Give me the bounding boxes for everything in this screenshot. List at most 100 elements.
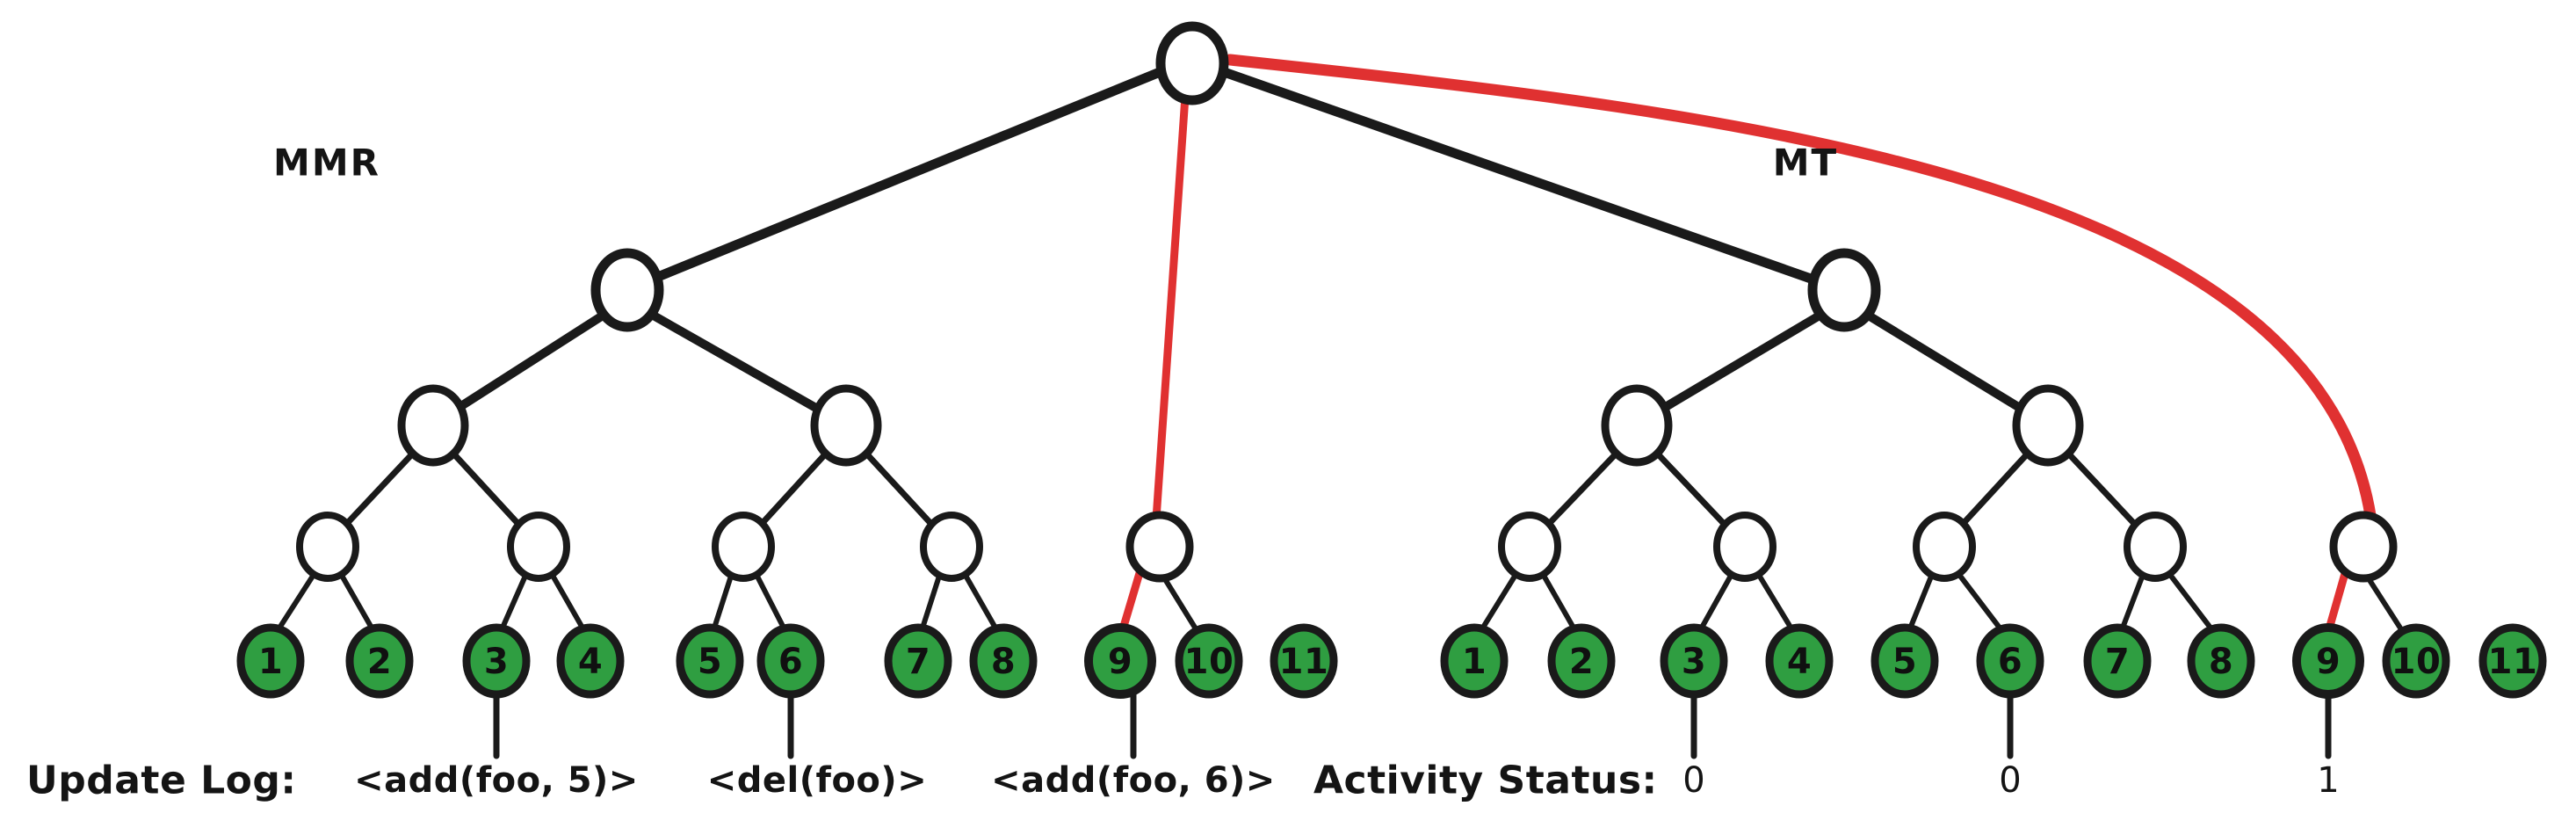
leaf-node: 2 (1547, 623, 1616, 699)
mmr-leaf-2-label: 2 (367, 642, 392, 682)
mt-leaves: 1 2 3 4 5 6 7 8 9 10 11 (1440, 623, 2547, 699)
leaf-node: 3 (462, 623, 531, 699)
mt-leaf-4-circle[interactable] (1765, 623, 1834, 699)
leaf-node: 5 (676, 623, 744, 699)
mmr-leaf-5-label: 5 (698, 642, 722, 682)
mt-leaf-9-label: 9 (2316, 642, 2341, 682)
mmr-leaf-5-circle[interactable] (676, 623, 744, 699)
mt-leaf-5-circle[interactable] (1870, 623, 1939, 699)
activity-status-row-label: Activity Status: (1313, 759, 1658, 803)
update-log-entry-1: <add(foo, 5)> (354, 760, 639, 801)
leaf-node: 5 (1870, 623, 1939, 699)
mmr-leaf-8-circle[interactable] (969, 623, 1038, 699)
leaf-node: 8 (2187, 623, 2255, 699)
mt-node-l2-b (2012, 384, 2084, 467)
mmr-node-l3-d (920, 512, 983, 582)
mt-leaf-3-circle[interactable] (1660, 623, 1728, 699)
activity-status-value-1: 0 (1682, 760, 1704, 801)
mt-node-leaf9-10-parent (2329, 511, 2398, 583)
leaf-node: 6 (756, 623, 825, 699)
mmr-leaf-4-label: 4 (578, 642, 603, 682)
leaf-node: 1 (236, 623, 305, 699)
mmr-leaf-8-label: 8 (991, 642, 1016, 682)
mmr-leaf-7-label: 7 (906, 642, 930, 682)
mmr-leaf-6-circle[interactable] (756, 623, 825, 699)
mt-node-l3-c (1913, 512, 1976, 582)
mt-root-node (1807, 248, 1881, 332)
update-log-entry-2: <del(foo)> (707, 760, 927, 801)
mt-node-l3-b (1713, 512, 1776, 582)
mmr-leaf-9-circle[interactable] (1084, 623, 1156, 699)
mmr-leaf-4-circle[interactable] (556, 623, 625, 699)
highlight-root-to-mt-parent (1224, 54, 2378, 534)
mt-leaf-5-label: 5 (1892, 642, 1917, 682)
mt-leaf-7-label: 7 (2105, 642, 2130, 682)
update-log-row-label: Update Log: (26, 759, 296, 803)
mmr-node-l2-b (810, 384, 882, 467)
mmr-root-node (590, 248, 664, 332)
leaf-node: 4 (556, 623, 625, 699)
leaf-node: 10 (1175, 623, 1243, 699)
mmr-leaf-10-label: 10 (1184, 642, 1234, 682)
leaf-node: 8 (969, 623, 1038, 699)
mt-leaf-9-circle[interactable] (2292, 623, 2364, 699)
mmr-leaves: 1 2 3 4 5 6 7 8 9 10 11 (236, 623, 1338, 699)
mmr-node-l3-b (507, 512, 570, 582)
mt-leaf-10-circle[interactable] (2382, 623, 2450, 699)
leaf-node: 9 (1084, 623, 1156, 699)
activity-status-value-3: 1 (2317, 760, 2339, 801)
mmr-leaf-7-circle[interactable] (884, 623, 952, 699)
mt-leaf-2-circle[interactable] (1547, 623, 1616, 699)
mt-leaf-11-label: 11 (2488, 642, 2538, 682)
leaf-node: 2 (345, 623, 414, 699)
mmr-leaf-1-label: 1 (258, 642, 283, 682)
mt-leaf-4-label: 4 (1787, 642, 1812, 682)
leaf-node: 7 (2083, 623, 2152, 699)
mt-node-l3-a (1498, 512, 1561, 582)
leaf-node: 10 (2382, 623, 2450, 699)
mmr-tree-label: MMR (273, 142, 380, 185)
mmr-node-l3-a (296, 512, 359, 582)
mt-tree-label: MT (1773, 142, 1838, 185)
mmr-leaf-1-circle[interactable] (236, 623, 305, 699)
leaf-node: 4 (1765, 623, 1834, 699)
global-root-node (1155, 21, 1229, 105)
mmr-leaf-6-label: 6 (778, 642, 803, 682)
mt-leaf-1-label: 1 (1462, 642, 1487, 682)
mmr-leaf-2-circle[interactable] (345, 623, 414, 699)
highlight-root-to-mmr-parent (1151, 79, 1190, 536)
leaf-node: 1 (1440, 623, 1509, 699)
mt-leaf-11-circle[interactable] (2478, 623, 2547, 699)
mt-leaf-10-label: 10 (2391, 642, 2442, 682)
highlight-path (1116, 54, 2378, 643)
mmr-leaf-11-label: 11 (1279, 642, 1329, 682)
mt-leaf-8-label: 8 (2209, 642, 2233, 682)
leaf-node: 6 (1976, 623, 2044, 699)
mmr-leaf-10-circle[interactable] (1175, 623, 1243, 699)
mt-leaf-2-label: 2 (1569, 642, 1594, 682)
mmr-node-l2-a (397, 384, 469, 467)
mt-node-l2-a (1601, 384, 1673, 467)
mt-leaf-8-circle[interactable] (2187, 623, 2255, 699)
leaf-node: 3 (1660, 623, 1728, 699)
leaf-node: 11 (1270, 623, 1338, 699)
mt-leaf-3-label: 3 (1682, 642, 1706, 682)
leaf-tick-marks (493, 691, 2332, 759)
update-log-entry-3: <add(foo, 6)> (991, 760, 1276, 801)
mmr-leaf-9-label: 9 (1108, 642, 1132, 682)
mmr-node-leaf9-10-parent (1125, 511, 1194, 583)
internal-nodes (296, 21, 2398, 583)
mt-leaf-1-circle[interactable] (1440, 623, 1509, 699)
mt-node-l3-d (2124, 512, 2187, 582)
mmr-leaf-3-circle[interactable] (462, 623, 531, 699)
leaf-node: 9 (2292, 623, 2364, 699)
mt-leaf-6-label: 6 (1998, 642, 2022, 682)
mt-leaf-7-circle[interactable] (2083, 623, 2152, 699)
activity-status-value-2: 0 (1999, 760, 2021, 801)
mt-leaf-6-circle[interactable] (1976, 623, 2044, 699)
mmr-node-l3-c (712, 512, 775, 582)
leaf-node: 11 (2478, 623, 2547, 699)
mmr-leaf-11-circle[interactable] (1270, 623, 1338, 699)
